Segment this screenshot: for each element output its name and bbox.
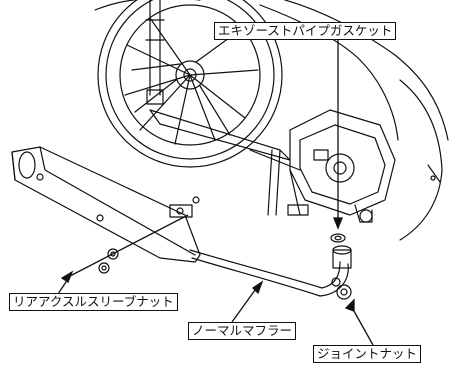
mount-hardware [98,196,200,274]
arrow-muffler [251,280,264,295]
exhaust-pipe [189,249,349,297]
arrow-sleeve-nut [60,270,74,283]
muffler [11,146,201,263]
rear-shock [145,0,165,105]
label-exhaust-pipe-gasket: エキゾーストパイプガスケット [214,22,397,40]
leader-muffler [231,285,259,323]
arrow-gasket [333,217,343,230]
engine [289,109,396,223]
joint-flange [331,245,352,300]
swing-arm [149,109,301,171]
label-joint-nut: ジョイントナット [313,345,422,363]
leader-sleeve-nut-2 [69,214,189,277]
label-rear-axle-sleeve-nut: リアアクスルスリーブナット [9,293,178,311]
side-stand [267,149,309,216]
label-normal-muffler: ノーマルマフラー [188,322,297,340]
rear-wheel [97,0,283,168]
chain-adjuster [427,164,441,183]
gasket [330,233,346,243]
arrow-joint-nut [344,298,355,312]
